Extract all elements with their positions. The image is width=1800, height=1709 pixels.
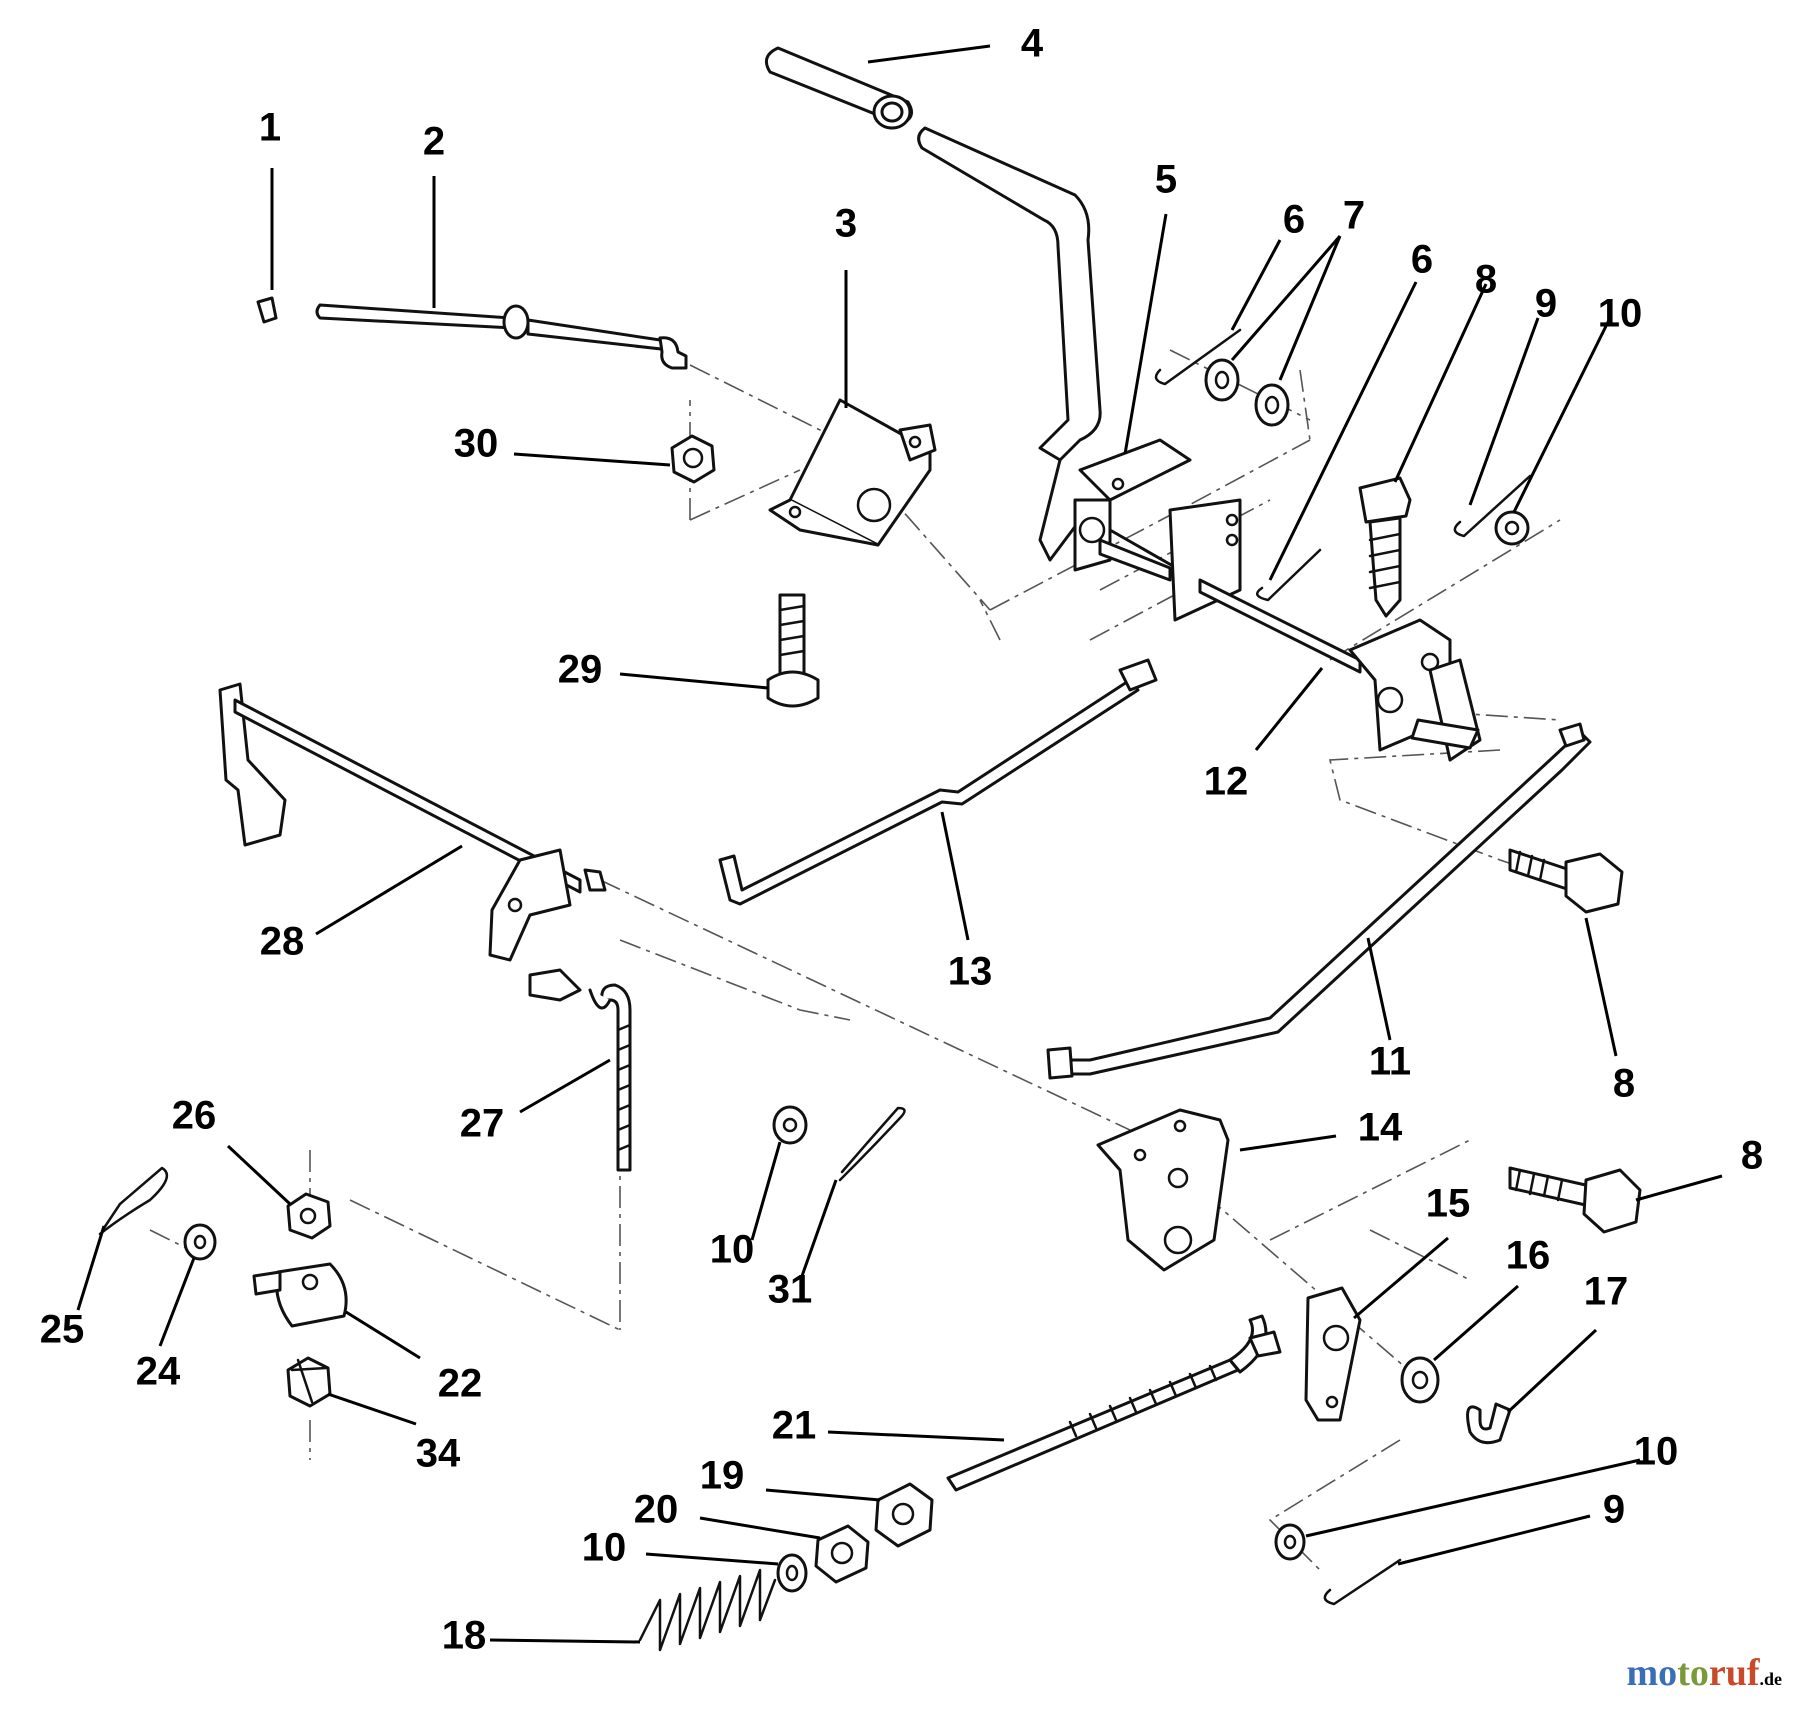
callout-16: 16 (1506, 1234, 1551, 1278)
callout-17: 17 (1584, 1270, 1629, 1314)
part-12-cross-shaft (1198, 578, 1482, 762)
callout-6: 6 (1283, 198, 1305, 242)
callout-12: 12 (1204, 760, 1249, 804)
part-13-rod (718, 658, 1158, 906)
watermark-part-b: to (1677, 1652, 1709, 1694)
callout-29: 29 (558, 648, 603, 692)
callout-1: 1 (259, 106, 281, 150)
callout-4: 4 (1021, 22, 1044, 66)
callout-19: 19 (700, 1454, 745, 1498)
part-19-nut (874, 1482, 934, 1548)
part-10-washer-c (776, 1553, 808, 1593)
callout-2: 2 (423, 120, 445, 164)
watermark: motoruf.de (1627, 1651, 1782, 1695)
part-26-nut (286, 1192, 332, 1240)
callout-5: 5 (1155, 158, 1177, 202)
part-4-grip (764, 46, 914, 130)
watermark-suffix: .de (1759, 1669, 1783, 1689)
part-10-washer-d (1274, 1523, 1306, 1561)
callout-10: 10 (582, 1526, 627, 1570)
part-9-cotter-pin-b (1323, 1558, 1402, 1606)
part-18-spring (638, 1568, 777, 1652)
callout-27: 27 (460, 1102, 505, 1146)
part-17-e-clip (1466, 1402, 1512, 1445)
part-16-washer (1400, 1356, 1440, 1404)
callout-3: 3 (835, 202, 857, 246)
part-6-cotter-pin-a (1154, 328, 1242, 386)
callout-22: 22 (438, 1362, 483, 1406)
part-1-cap (256, 296, 278, 324)
callout-14: 14 (1358, 1106, 1403, 1150)
callout-8: 8 (1475, 258, 1497, 302)
callout-11: 11 (1369, 1040, 1411, 1084)
part-14-bracket (1096, 1108, 1230, 1272)
part-5-lift-handle (917, 126, 1242, 622)
part-34-lock-nut (286, 1356, 332, 1408)
callout-10: 10 (1634, 1430, 1679, 1474)
watermark-part-a: mo (1626, 1652, 1678, 1694)
callout-25: 25 (40, 1308, 85, 1352)
callout-21: 21 (772, 1404, 817, 1448)
part-10-washer-b (772, 1105, 808, 1145)
callout-20: 20 (634, 1488, 679, 1532)
part-20-jam-nut (814, 1524, 870, 1584)
watermark-part-c: ruf (1708, 1652, 1760, 1694)
part-24-washer (183, 1223, 217, 1261)
callout-13: 13 (948, 950, 993, 994)
callout-10: 10 (710, 1228, 755, 1272)
part-31-hairpin (838, 1106, 906, 1182)
part-8-bolt-upper (1358, 476, 1412, 618)
part-21-adjusting-rod (946, 1314, 1282, 1492)
callout-15: 15 (1426, 1182, 1471, 1226)
part-27-hook-bolt (588, 983, 632, 1172)
callout-31: 31 (768, 1268, 813, 1312)
part-10-washer-a (1494, 510, 1530, 546)
part-22-trunnion (252, 1262, 348, 1328)
callout-7: 7 (1343, 194, 1365, 238)
part-25-hairpin (98, 1166, 169, 1236)
callout-6: 6 (1411, 238, 1433, 282)
callout-34: 34 (416, 1432, 461, 1476)
part-30-nut (670, 434, 716, 484)
leader-lines (76, 44, 1723, 1644)
part-8-bolt-lower (1508, 1166, 1642, 1234)
callout-18: 18 (442, 1614, 487, 1658)
callout-8: 8 (1613, 1062, 1635, 1106)
part-29-bolt (766, 593, 820, 708)
part-6-cotter-pin-b (1255, 548, 1322, 602)
callout-9: 9 (1603, 1488, 1625, 1532)
part-28-lift-shaft (218, 682, 607, 1002)
callouts: 1 2 3 4 5 6 7 6 8 9 10 30 29 12 13 28 11… (40, 22, 1763, 1658)
part-8-bolt-right (1508, 848, 1624, 914)
callout-8: 8 (1741, 1134, 1763, 1178)
callout-9: 9 (1535, 282, 1557, 326)
part-3-bracket (768, 398, 937, 547)
callout-28: 28 (260, 920, 305, 964)
part-15-link-plate (1304, 1286, 1362, 1422)
callout-30: 30 (454, 422, 499, 466)
callout-10: 10 (1598, 292, 1643, 336)
part-2-rod (315, 303, 688, 370)
part-9-cotter-pin-a (1453, 474, 1532, 538)
callout-26: 26 (172, 1094, 217, 1138)
part-7-washers (1204, 358, 1290, 427)
part-11-rod (1046, 722, 1592, 1080)
callout-24: 24 (136, 1350, 181, 1394)
